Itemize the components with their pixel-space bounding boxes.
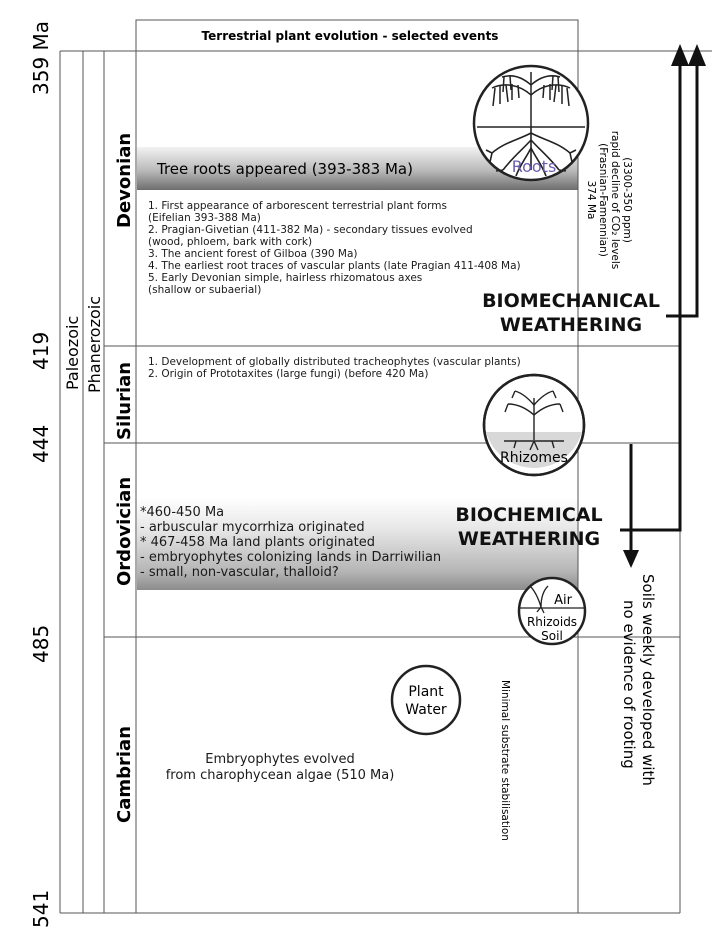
age-label: 359 Ma [29, 21, 53, 95]
period-label-ordovician: Ordovician [114, 477, 135, 586]
chart-frame [59, 19, 712, 914]
devonian-event: 5. Early Devonian simple, hairless rhizo… [148, 272, 423, 284]
devonian-event: (shallow or subaerial) [148, 284, 262, 296]
substrate-note: Minimal substrate stabilisation [499, 680, 511, 841]
ordovician-event: - embryophytes colonizing lands in Darri… [140, 550, 442, 565]
period-label-silurian: Silurian [114, 362, 135, 440]
weathering-arrows [620, 60, 699, 556]
roots-circle-label: Roots [512, 157, 557, 176]
co2-note: 374 Ma (Frasnian-Famennian) rapid declin… [585, 131, 633, 270]
devonian-events: 1. First appearance of arborescent terre… [148, 200, 521, 296]
rhizome-plant-icon [504, 390, 564, 451]
age-label: 541 [29, 890, 53, 928]
devonian-event: 4. The earliest root traces of vascular … [148, 260, 521, 272]
plant-label: Plant [408, 684, 444, 700]
silurian-event: 1. Development of globally distributed t… [148, 356, 521, 368]
devonian-highlight-text: Tree roots appeared (393-383 Ma) [156, 160, 413, 178]
plant-water-circle: Plant Water [390, 664, 462, 736]
co2-note-line: (Frasnian-Famennian) [597, 143, 609, 257]
rhizomes-circle: Rhizomes [482, 373, 586, 477]
biochemical-arrow [620, 60, 682, 532]
age-label: 444 [29, 425, 53, 463]
ordovician-event: *460-450 Ma [140, 505, 225, 520]
roots-circle: Roots [472, 64, 590, 182]
biomechanical-arrow [666, 60, 699, 318]
biochemical-arrowhead [671, 44, 689, 66]
ordovician-events: *460-450 Ma - arbuscular mycorrhiza orig… [140, 505, 441, 580]
ordovician-event: - arbuscular mycorrhiza originated [140, 520, 365, 535]
air-label: Air [554, 593, 573, 608]
devonian-event: 3. The ancient forest of Gilboa (390 Ma) [148, 248, 358, 260]
age-label: 419 [29, 332, 53, 370]
silurian-events: 1. Development of globally distributed t… [148, 356, 521, 380]
rhizoids-label: Rhizoids [527, 615, 577, 629]
co2-note-line: 374 Ma [585, 181, 597, 220]
eon-label: Phanerozoic [85, 296, 104, 393]
ordovician-highlight-band [137, 498, 578, 590]
devonian-event: (Eifelian 393-388 Ma) [148, 212, 261, 224]
biochemical-label: BIOCHEMICAL WEATHERING [455, 504, 603, 550]
silurian-event: 2. Origin of Prototaxites (large fungi) … [148, 368, 429, 380]
water-label: Water [405, 702, 447, 718]
diagram-title: Terrestrial plant evolution - selected e… [202, 29, 499, 43]
devonian-event: 2. Pragian-Givetian (411-382 Ma) - secon… [148, 224, 473, 236]
rhizoids-circle: Air Rhizoids Soil [517, 576, 587, 646]
ordovician-event: - small, non-vascular, thalloid? [140, 565, 339, 580]
biomechanical-label: BIOMECHANICAL WEATHERING [482, 290, 660, 336]
roots-icon [485, 127, 577, 177]
devonian-event: 1. First appearance of arborescent terre… [148, 200, 447, 212]
rhizomes-circle-label: Rhizomes [500, 450, 568, 466]
era-label: Paleozoic [63, 316, 82, 390]
period-label-devonian: Devonian [114, 133, 135, 228]
down-arrowhead [623, 550, 639, 568]
soils-note-line: Soils weekly developed with [639, 574, 657, 786]
biomechanical-arrowhead [688, 44, 706, 66]
thalloid-plant-icon [529, 585, 549, 614]
devonian-event: (wood, phloem, bark with cork) [148, 236, 313, 248]
co2-note-line: (3300-350 ppm) [621, 157, 633, 243]
period-label-cambrian: Cambrian [114, 726, 135, 823]
cambrian-event: from charophycean algae (510 Ma) [165, 768, 395, 783]
age-label: 485 [29, 625, 53, 663]
soils-note-line: no evidence of rooting [620, 600, 638, 769]
cambrian-events: Embryophytes evolved from charophycean a… [150, 752, 410, 784]
co2-note-line: rapid decline of CO₂ levels [609, 131, 621, 270]
cambrian-event: Embryophytes evolved [205, 752, 355, 767]
soil-label: Soil [541, 629, 563, 643]
tree-icon [491, 72, 571, 127]
ordovician-event: * 467-458 Ma land plants originated [140, 535, 375, 550]
